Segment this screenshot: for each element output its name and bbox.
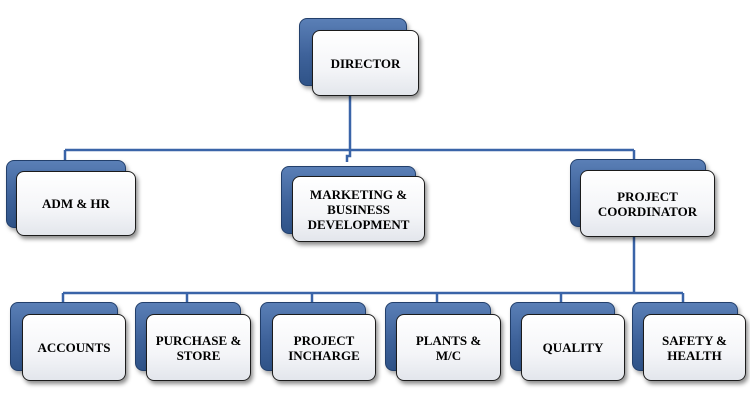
node-label-quality: QUALITY: [521, 314, 625, 381]
node-label-director: DIRECTOR: [312, 30, 419, 96]
node-label-project-coordinator: PROJECT COORDINATOR: [580, 170, 715, 237]
node-label-project-incharge: PROJECT INCHARGE: [272, 314, 376, 381]
node-label-marketing: MARKETING & BUSINESS DEVELOPMENT: [292, 176, 425, 242]
connector-marketing: [345, 150, 352, 162]
node-label-accounts: ACCOUNTS: [22, 314, 126, 381]
node-label-adm-hr: ADM & HR: [16, 171, 136, 236]
node-label-purchase-store: PURCHASE & STORE: [146, 314, 251, 381]
node-label-safety-health: SAFETY & HEALTH: [643, 314, 746, 381]
node-label-plants-mc: PLANTS & M/C: [396, 314, 501, 381]
